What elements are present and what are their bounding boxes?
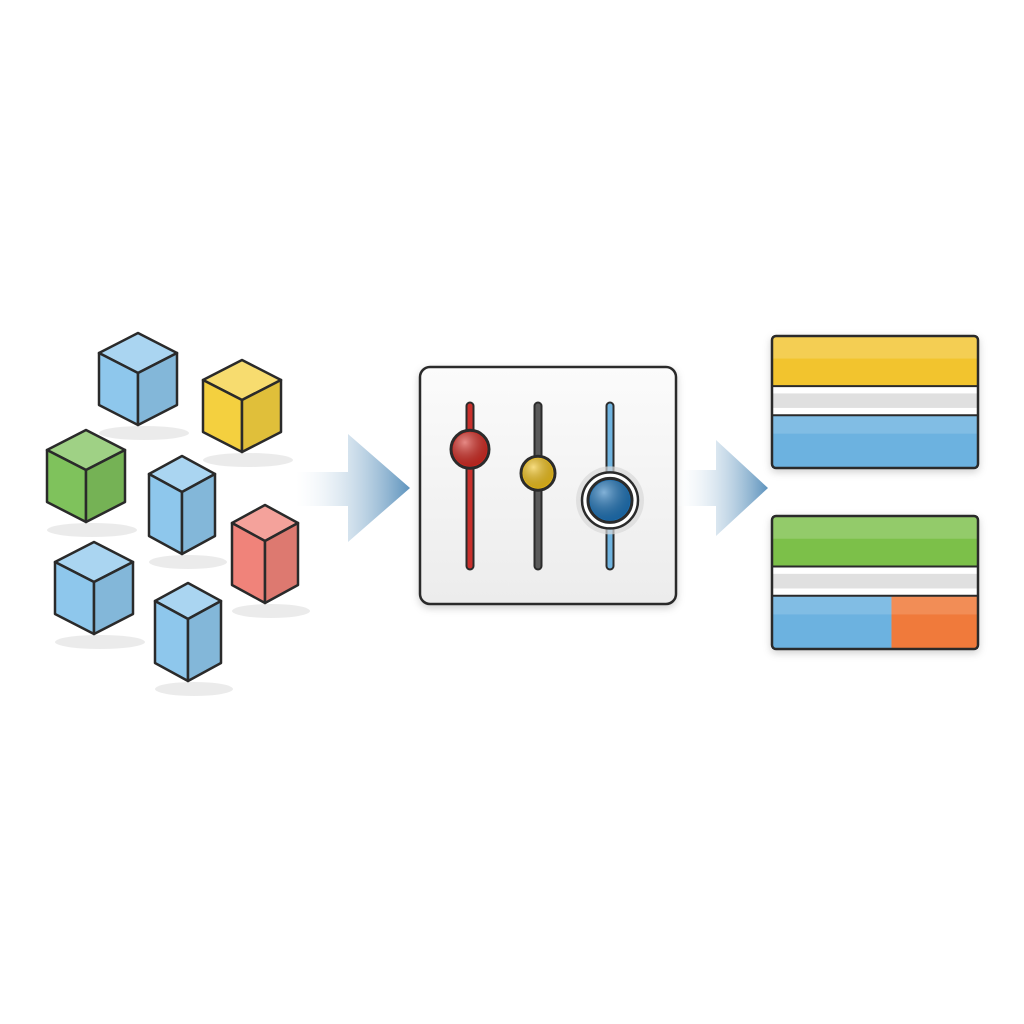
input-block — [230, 503, 310, 618]
input-block — [97, 331, 189, 440]
input-block — [53, 540, 145, 649]
input-block — [153, 581, 233, 696]
slider-blue[interactable] — [576, 401, 644, 571]
arrow-to-mixer — [296, 434, 410, 542]
slider-red[interactable] — [449, 401, 491, 571]
arrow-to-outputs — [678, 440, 768, 536]
output-card-1 — [770, 334, 980, 470]
mixer-sliders — [449, 401, 644, 571]
input-block — [201, 358, 293, 467]
input-blocks — [45, 331, 310, 696]
slider-yellow[interactable] — [519, 401, 557, 571]
output-cards — [770, 334, 980, 651]
output-card-2 — [770, 514, 980, 651]
input-block — [147, 454, 227, 569]
input-block — [45, 428, 137, 537]
